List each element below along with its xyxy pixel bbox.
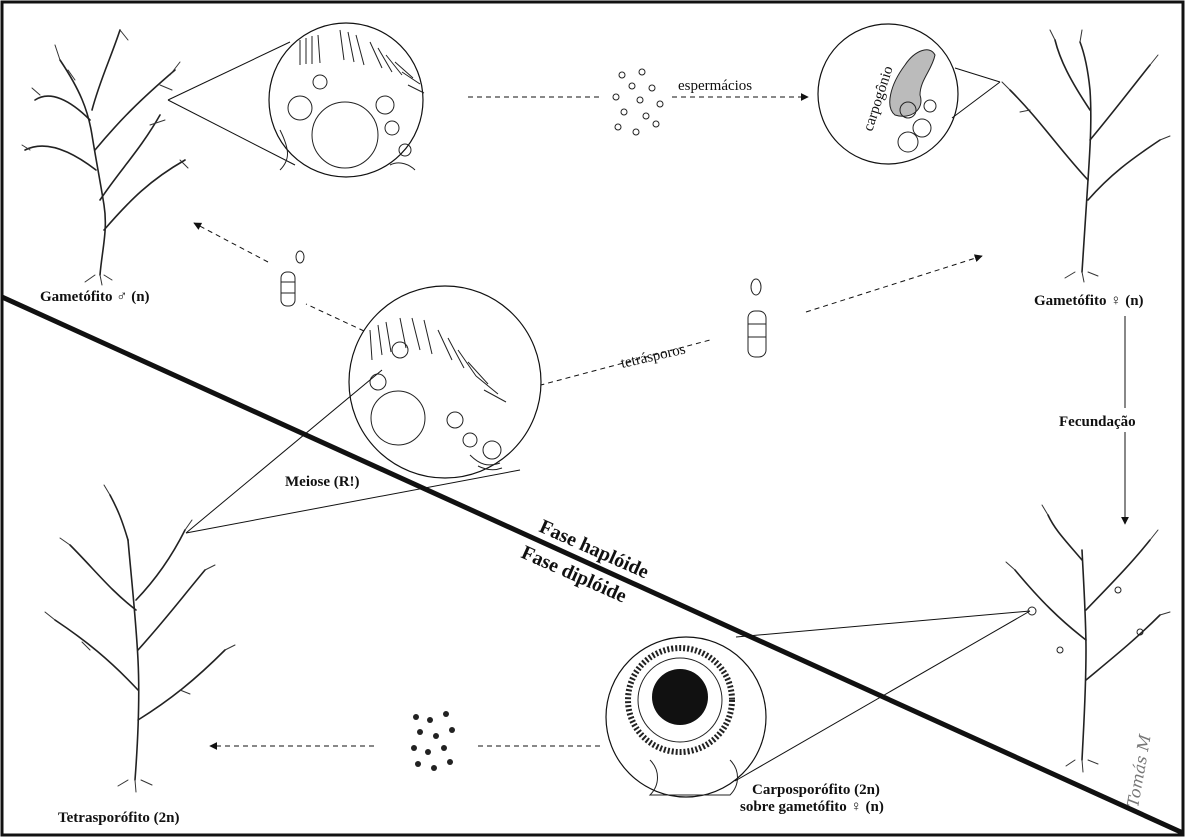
carposporophyte-label-line1: Carposporófito (2n) [752, 782, 880, 798]
female-gametophyte-plant [1002, 30, 1170, 282]
carposporophyte-label-line2: sobre gametófito ♀ (n) [740, 799, 884, 815]
meiosis-micro-section [349, 286, 541, 478]
tetrasporophyte-label: Tetrasporófito (2n) [58, 810, 180, 826]
tetraspore-right [748, 279, 766, 357]
tetraspores-label: tetrásporos [619, 341, 687, 371]
cystocarpic-female-plant [1006, 505, 1170, 772]
phase-divider-line [2, 297, 1183, 833]
carpogonium-micro-section: carpogônio [818, 24, 1000, 164]
fertilization-label: Fecundação [1059, 414, 1136, 430]
male-gametophyte-plant [22, 30, 188, 285]
carposporophyte-micro-section [606, 637, 766, 797]
spermatia-cluster [613, 69, 663, 135]
female-gametophyte-label: Gametófito ♀ (n) [1034, 293, 1144, 309]
male-gametophyte-label: Gametófito ♂ (n) [40, 289, 150, 305]
artist-signature: Tomás M [1123, 732, 1155, 808]
tetrasporophyte-plant [45, 485, 235, 792]
meiosis-label: Meiose (R!) [285, 474, 360, 490]
tetraspore-left [281, 251, 304, 306]
male-micro-section [168, 23, 424, 177]
carpospore-cluster [411, 711, 455, 771]
spermatia-label: espermácios [678, 78, 752, 94]
